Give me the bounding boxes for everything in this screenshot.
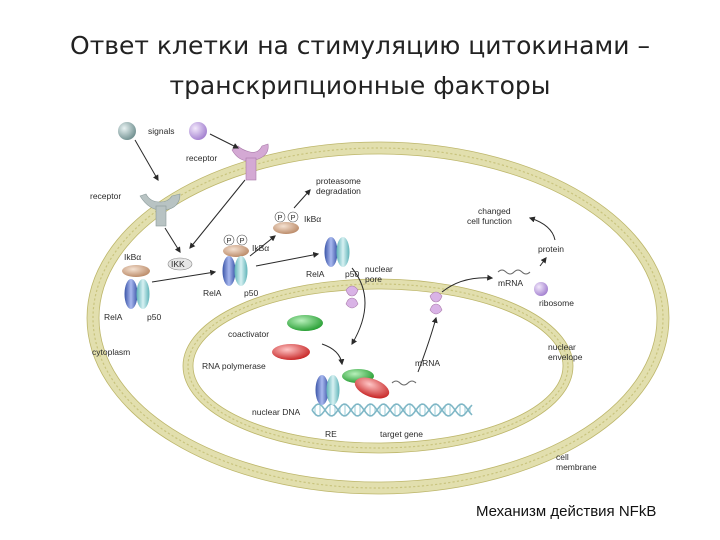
- rela-left: [124, 279, 138, 309]
- target-gene-label: target gene: [380, 429, 423, 439]
- p-top-1: P: [278, 213, 283, 222]
- rela-left-label: RelA: [104, 312, 123, 322]
- coactivator-label: coactivator: [228, 329, 269, 339]
- phospho-mid-1: [223, 234, 235, 246]
- phospho-mid-2: [236, 234, 248, 246]
- p-top-2: P: [291, 213, 296, 222]
- rna-polymerase: [272, 344, 310, 360]
- nuclear-pore-left: [345, 285, 359, 309]
- proteasome-line-1: proteasome: [316, 176, 361, 186]
- dna-strand-1: [311, 403, 473, 417]
- dna-strand-2: [311, 403, 473, 417]
- p50-left: [136, 279, 150, 309]
- proteasome-line-2: degradation: [316, 186, 361, 196]
- coactivator: [287, 315, 323, 331]
- mrna-nuclear-strand: [391, 380, 417, 386]
- nuclear-pore-label: nuclear pore: [365, 264, 395, 284]
- ikba-mid: [223, 245, 249, 257]
- mrna-cyto-label: mRNA: [498, 278, 523, 288]
- caption: Механизм действия NFkB: [476, 503, 657, 520]
- signal-gray: [118, 122, 136, 140]
- ikk: [167, 257, 193, 271]
- nuclear-dna-label: nuclear DNA: [252, 407, 301, 417]
- cell-membrane: [86, 141, 670, 495]
- p50-left-label: p50: [147, 312, 161, 322]
- cytoplasm-label: cytoplasm: [92, 347, 130, 357]
- rela-mid: [222, 256, 236, 286]
- ribosome: [534, 282, 548, 296]
- slide-title: Ответ клетки на стимуляцию цитокинами – …: [0, 26, 720, 106]
- mrna-nuclear-label: mRNA: [415, 358, 440, 368]
- proteasome-label: proteasome degradation: [316, 176, 363, 196]
- p50-mid-label: p50: [244, 288, 258, 298]
- re-label: RE: [325, 429, 337, 439]
- title-line-2: транскрипционные факторы: [169, 71, 551, 100]
- p50-bound: [326, 375, 340, 405]
- mrna-cyto-strand: [497, 269, 531, 275]
- protein-label: protein: [538, 244, 564, 254]
- ikba-left: [122, 265, 150, 277]
- nuclear-envelope: [182, 278, 574, 454]
- receptor-left-label: receptor: [90, 191, 121, 201]
- rna-polymerase-label: RNA polymerase: [202, 361, 266, 371]
- ikba-left-label: IkBα: [124, 252, 141, 262]
- p-mid-1: P: [227, 236, 232, 245]
- receptor-top: [231, 143, 269, 181]
- cell-membrane-label: cell membrane: [556, 452, 597, 472]
- rela-bound: [315, 375, 329, 405]
- phospho-top-1: [274, 211, 286, 223]
- ribosome-label: ribosome: [539, 298, 574, 308]
- rela-right: [324, 237, 338, 267]
- rela-mid-label: RelA: [203, 288, 222, 298]
- p50-right: [336, 237, 350, 267]
- nuclear-pore-right: [429, 291, 443, 315]
- ikba-top: [273, 222, 299, 234]
- p50-mid: [234, 256, 248, 286]
- nuclear-envelope-label: nuclear envelope: [548, 342, 583, 362]
- receptor-left: [139, 193, 181, 227]
- polymerase-bound: [354, 377, 390, 399]
- ikba-top-label: IkBα: [304, 214, 321, 224]
- p50-right-label: p50: [345, 269, 359, 279]
- title-line-1: Ответ клетки на стимуляцию цитокинами –: [70, 31, 650, 60]
- changed-function-label: changed cell function: [467, 206, 513, 226]
- ikk-label: IKK: [171, 259, 185, 269]
- nuclear-dna: [311, 403, 473, 417]
- p-mid-2: P: [240, 236, 245, 245]
- signal-purple: [189, 122, 207, 140]
- signals-label: signals: [148, 126, 174, 136]
- phospho-top-2: [287, 211, 299, 223]
- rela-right-label: RelA: [306, 269, 325, 279]
- receptor-top-label: receptor: [186, 153, 217, 163]
